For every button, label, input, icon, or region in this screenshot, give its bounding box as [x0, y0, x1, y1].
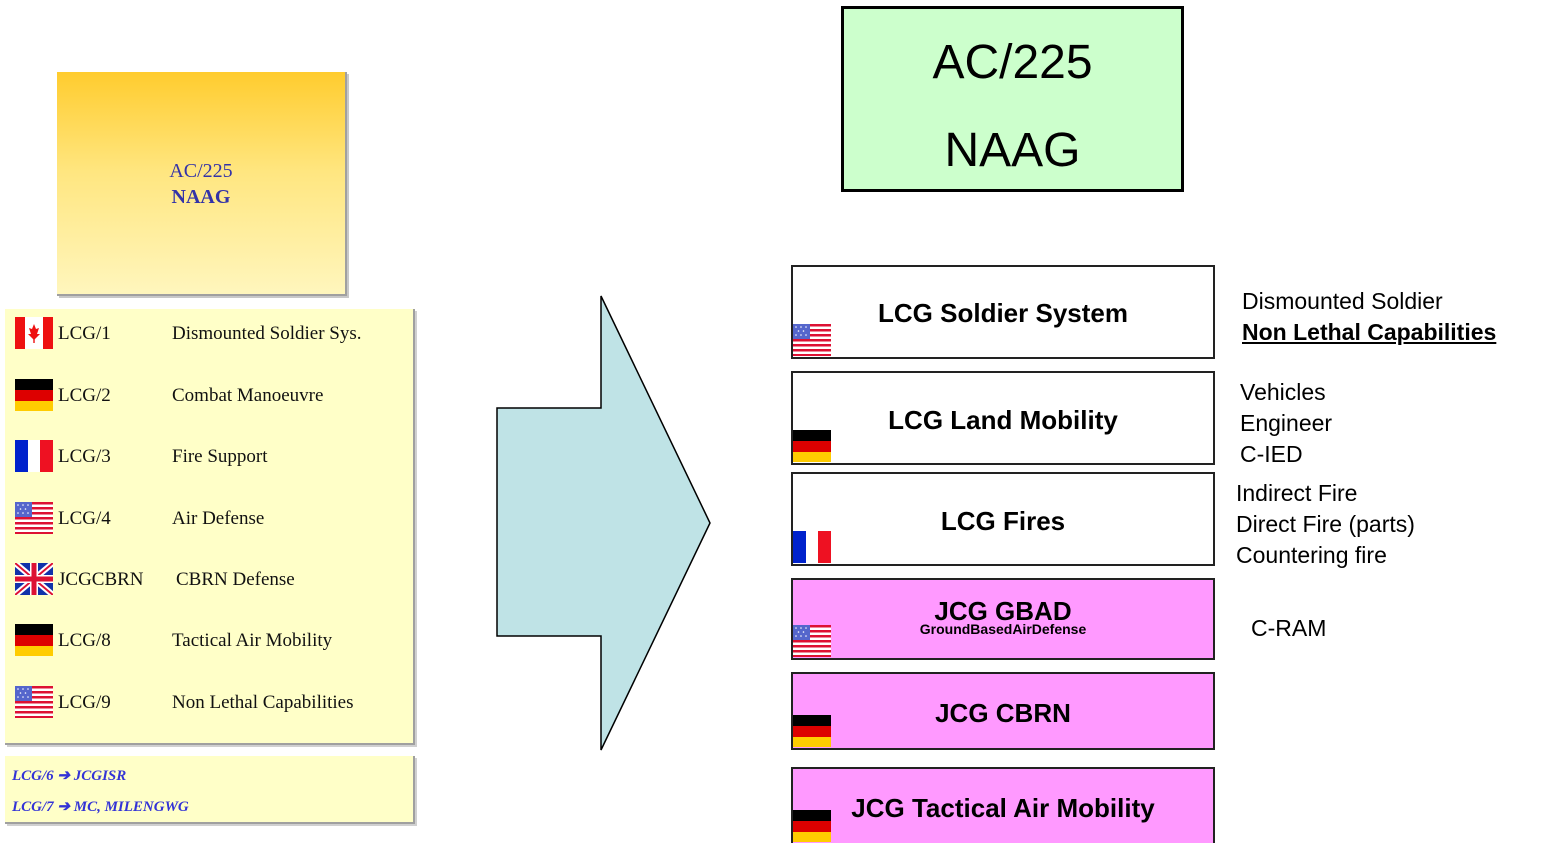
- lcg-description: CBRN Defense: [176, 569, 295, 590]
- lcg-row: LCG/2 Combat Manoeuvre: [15, 379, 405, 419]
- group-box-gbad: JCG GBAD GroundBasedAirDefense: [791, 578, 1215, 660]
- side-note: C-IED: [1240, 441, 1303, 467]
- group-title: JCG GBAD: [934, 596, 1072, 626]
- lcg-note: LCG/7 ➔ MC, MILENGWG: [12, 797, 189, 816]
- right-header-box: AC/225 NAAG: [841, 6, 1184, 192]
- left-header-line1: AC/225: [169, 160, 233, 182]
- lcg-list: LCG/1 Dismounted Soldier Sys. LCG/2 Comb…: [5, 309, 415, 745]
- group-title: JCG CBRN: [935, 698, 1071, 728]
- side-notes-gbad: C-RAM: [1251, 613, 1326, 644]
- uk-flag-icon: [15, 563, 53, 595]
- lcg-code: LCG/1: [58, 323, 111, 344]
- lcg-row: JCGCBRN CBRN Defense: [15, 563, 405, 603]
- group-subtitle: GroundBasedAirDefense: [919, 621, 1087, 637]
- side-notes-soldier: Dismounted Soldier Non Lethal Capabiliti…: [1242, 286, 1496, 348]
- lcg-code: LCG/3: [58, 446, 111, 467]
- side-notes-fires: Indirect Fire Direct Fire (parts) Counte…: [1236, 478, 1415, 571]
- side-note: Engineer: [1240, 410, 1333, 436]
- note-to: MC, MILENGWG: [73, 799, 189, 815]
- side-notes-mobility: Vehicles Engineer C-IED: [1240, 377, 1332, 470]
- side-note: Indirect Fire: [1236, 480, 1358, 506]
- side-note: Direct Fire (parts): [1236, 511, 1415, 537]
- lcg-description: Fire Support: [172, 446, 268, 467]
- group-title: LCG Fires: [940, 506, 1066, 536]
- group-box-fires: LCG Fires: [791, 472, 1215, 566]
- lcg-description: Non Lethal Capabilities: [172, 692, 354, 713]
- lcg-description: Dismounted Soldier Sys.: [172, 323, 362, 344]
- note-to: JCGISR: [73, 768, 127, 784]
- lcg-code: JCGCBRN: [58, 569, 144, 590]
- note-from: LCG/6: [12, 768, 54, 784]
- group-box-land-mobility: LCG Land Mobility: [791, 371, 1215, 465]
- right-header-line1: AC/225: [932, 36, 1093, 89]
- usa-flag-icon: [15, 502, 53, 534]
- right-arrow-icon: ➔: [57, 799, 70, 815]
- right-header-line2: NAAG: [944, 124, 1081, 177]
- lcg-row: LCG/9 Non Lethal Capabilities: [15, 686, 405, 726]
- lcg-description: Combat Manoeuvre: [172, 385, 324, 406]
- germany-flag-icon: [793, 809, 831, 843]
- lcg-code: LCG/2: [58, 385, 111, 406]
- lcg-row: LCG/4 Air Defense: [15, 502, 405, 542]
- transition-arrow-icon: [496, 295, 711, 751]
- germany-flag-icon: [793, 714, 831, 748]
- lcg-row: LCG/8 Tactical Air Mobility: [15, 624, 405, 664]
- lcg-code: LCG/8: [58, 630, 111, 651]
- group-title: LCG Soldier System: [878, 298, 1128, 328]
- group-box-cbrn: JCG CBRN: [791, 672, 1215, 750]
- side-note: Vehicles: [1240, 379, 1326, 405]
- lcg-note: LCG/6 ➔ JCGISR: [12, 766, 126, 785]
- france-flag-icon: [793, 530, 831, 564]
- left-header-line2: NAAG: [171, 186, 231, 208]
- note-from: LCG/7: [12, 799, 54, 815]
- lcg-row: LCG/1 Dismounted Soldier Sys.: [15, 317, 405, 357]
- right-arrow-icon: ➔: [57, 768, 70, 784]
- canada-flag-icon: [15, 317, 53, 349]
- side-note: Countering fire: [1236, 542, 1387, 568]
- france-flag-icon: [15, 440, 53, 472]
- lcg-description: Air Defense: [172, 508, 265, 529]
- usa-flag-icon: [793, 624, 831, 658]
- group-box-soldier-system: LCG Soldier System: [791, 265, 1215, 359]
- germany-flag-icon: [793, 429, 831, 463]
- lcg-description: Tactical Air Mobility: [172, 630, 333, 651]
- side-note-emphasis: Non Lethal Capabilities: [1242, 319, 1497, 345]
- group-title: JCG Tactical Air Mobility: [851, 793, 1155, 823]
- lcg-row: LCG/3 Fire Support: [15, 440, 405, 480]
- lcg-notes-box: LCG/6 ➔ JCGISR LCG/7 ➔ MC, MILENGWG: [5, 756, 415, 824]
- usa-flag-icon: [793, 323, 831, 357]
- group-title: LCG Land Mobility: [888, 405, 1118, 435]
- group-box-tactical-air-mobility: JCG Tactical Air Mobility: [791, 767, 1215, 843]
- left-header-box: AC/225 NAAG: [57, 72, 347, 296]
- usa-flag-icon: [15, 686, 53, 718]
- lcg-code: LCG/4: [58, 508, 111, 529]
- lcg-code: LCG/9: [58, 692, 111, 713]
- side-note: Dismounted Soldier: [1242, 288, 1443, 314]
- germany-flag-icon: [15, 379, 53, 411]
- germany-flag-icon: [15, 624, 53, 656]
- side-note: C-RAM: [1251, 615, 1327, 641]
